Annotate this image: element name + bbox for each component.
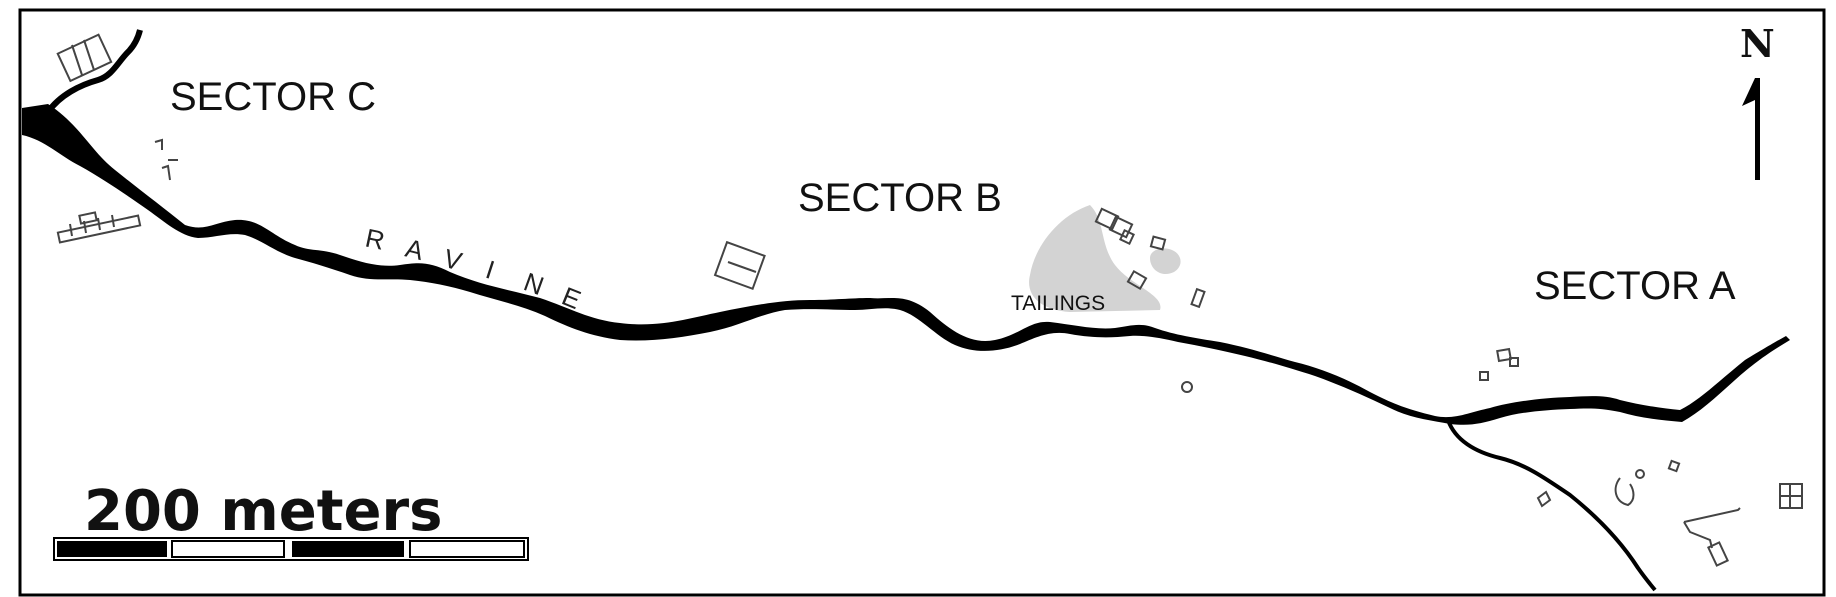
structure-c3	[56, 211, 142, 244]
tailings-area	[1029, 205, 1161, 312]
sector-b-label: SECTOR B	[798, 176, 1002, 220]
structure-a1	[1479, 347, 1519, 381]
ravine-branch-south	[1446, 419, 1657, 592]
ravine-letter: A	[403, 233, 428, 266]
map-frame	[18, 8, 1826, 597]
structure-c2	[154, 138, 178, 181]
sector-c-label: SECTOR C	[170, 75, 376, 119]
north-label: N	[1740, 21, 1775, 66]
tailings-label: TAILINGS	[1011, 292, 1105, 315]
structure-a2	[1536, 459, 1803, 567]
north-arrow-icon	[1742, 78, 1760, 180]
tailings-mound	[1150, 248, 1181, 275]
ravine-letter: I	[482, 254, 498, 285]
ravine-letter: R	[363, 223, 388, 256]
ravine-river	[22, 104, 1790, 425]
structure-c1	[56, 33, 113, 83]
ravine-branch-north	[45, 29, 143, 114]
structure-b1	[713, 240, 766, 291]
ravine-letter: V	[440, 243, 466, 277]
sector-a-label: SECTOR A	[1534, 264, 1736, 308]
scale-bar	[53, 537, 529, 561]
scale-label: 200 meters	[84, 479, 442, 544]
ravine-letter: N	[520, 266, 548, 301]
ravine-letter: E	[558, 281, 585, 315]
structure-b2	[1094, 207, 1206, 393]
